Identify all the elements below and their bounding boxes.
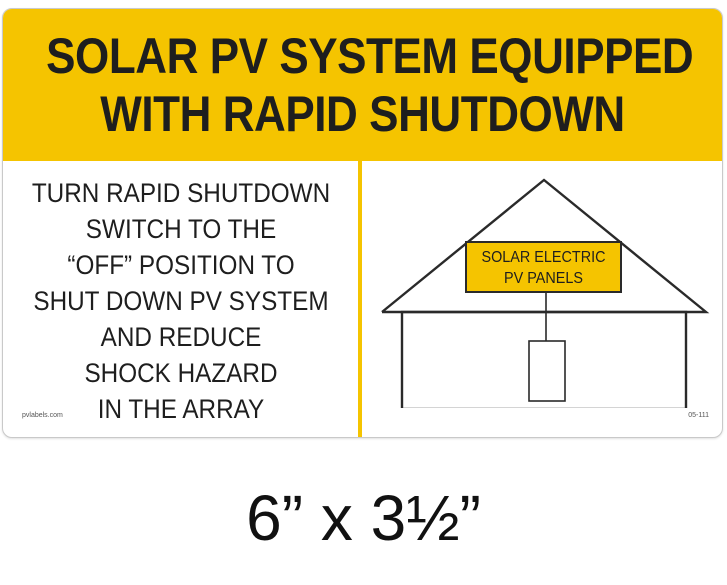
vertical-divider <box>358 161 362 437</box>
instruction-line: “OFF” POSITION TO <box>67 250 295 280</box>
solar-panels-label-line-1: SOLAR ELECTRIC <box>481 249 606 266</box>
instruction-line: SHOCK HAZARD <box>84 358 278 388</box>
instruction-line: AND REDUCE <box>100 322 262 352</box>
solar-panels-label: SOLAR ELECTRIC PV PANELS <box>465 241 622 293</box>
part-number: 05-111 <box>688 412 709 419</box>
instruction-line: IN THE ARRAY <box>97 394 265 424</box>
website-text: pvlabels.com <box>22 412 63 419</box>
instruction-text: TURN RAPID SHUTDOWN SWITCH TO THE “OFF” … <box>7 175 355 427</box>
size-caption: 6” x 3½” <box>246 482 481 554</box>
instruction-line: TURN RAPID SHUTDOWN <box>31 178 331 208</box>
header-line-1: SOLAR PV SYSTEM EQUIPPED <box>46 28 694 84</box>
safety-sign: SOLAR PV SYSTEM EQUIPPED WITH RAPID SHUT… <box>2 8 723 438</box>
house-diagram-icon <box>381 178 710 408</box>
instruction-line: SHUT DOWN PV SYSTEM <box>33 286 329 316</box>
instruction-line: SWITCH TO THE <box>85 214 277 244</box>
rapid-shutdown-switch-box <box>528 340 566 402</box>
header-line-2: WITH RAPID SHUTDOWN <box>100 86 625 142</box>
sign-header: SOLAR PV SYSTEM EQUIPPED WITH RAPID SHUT… <box>3 9 722 161</box>
solar-panels-label-line-2: PV PANELS <box>504 270 583 287</box>
house-wall <box>400 310 688 408</box>
